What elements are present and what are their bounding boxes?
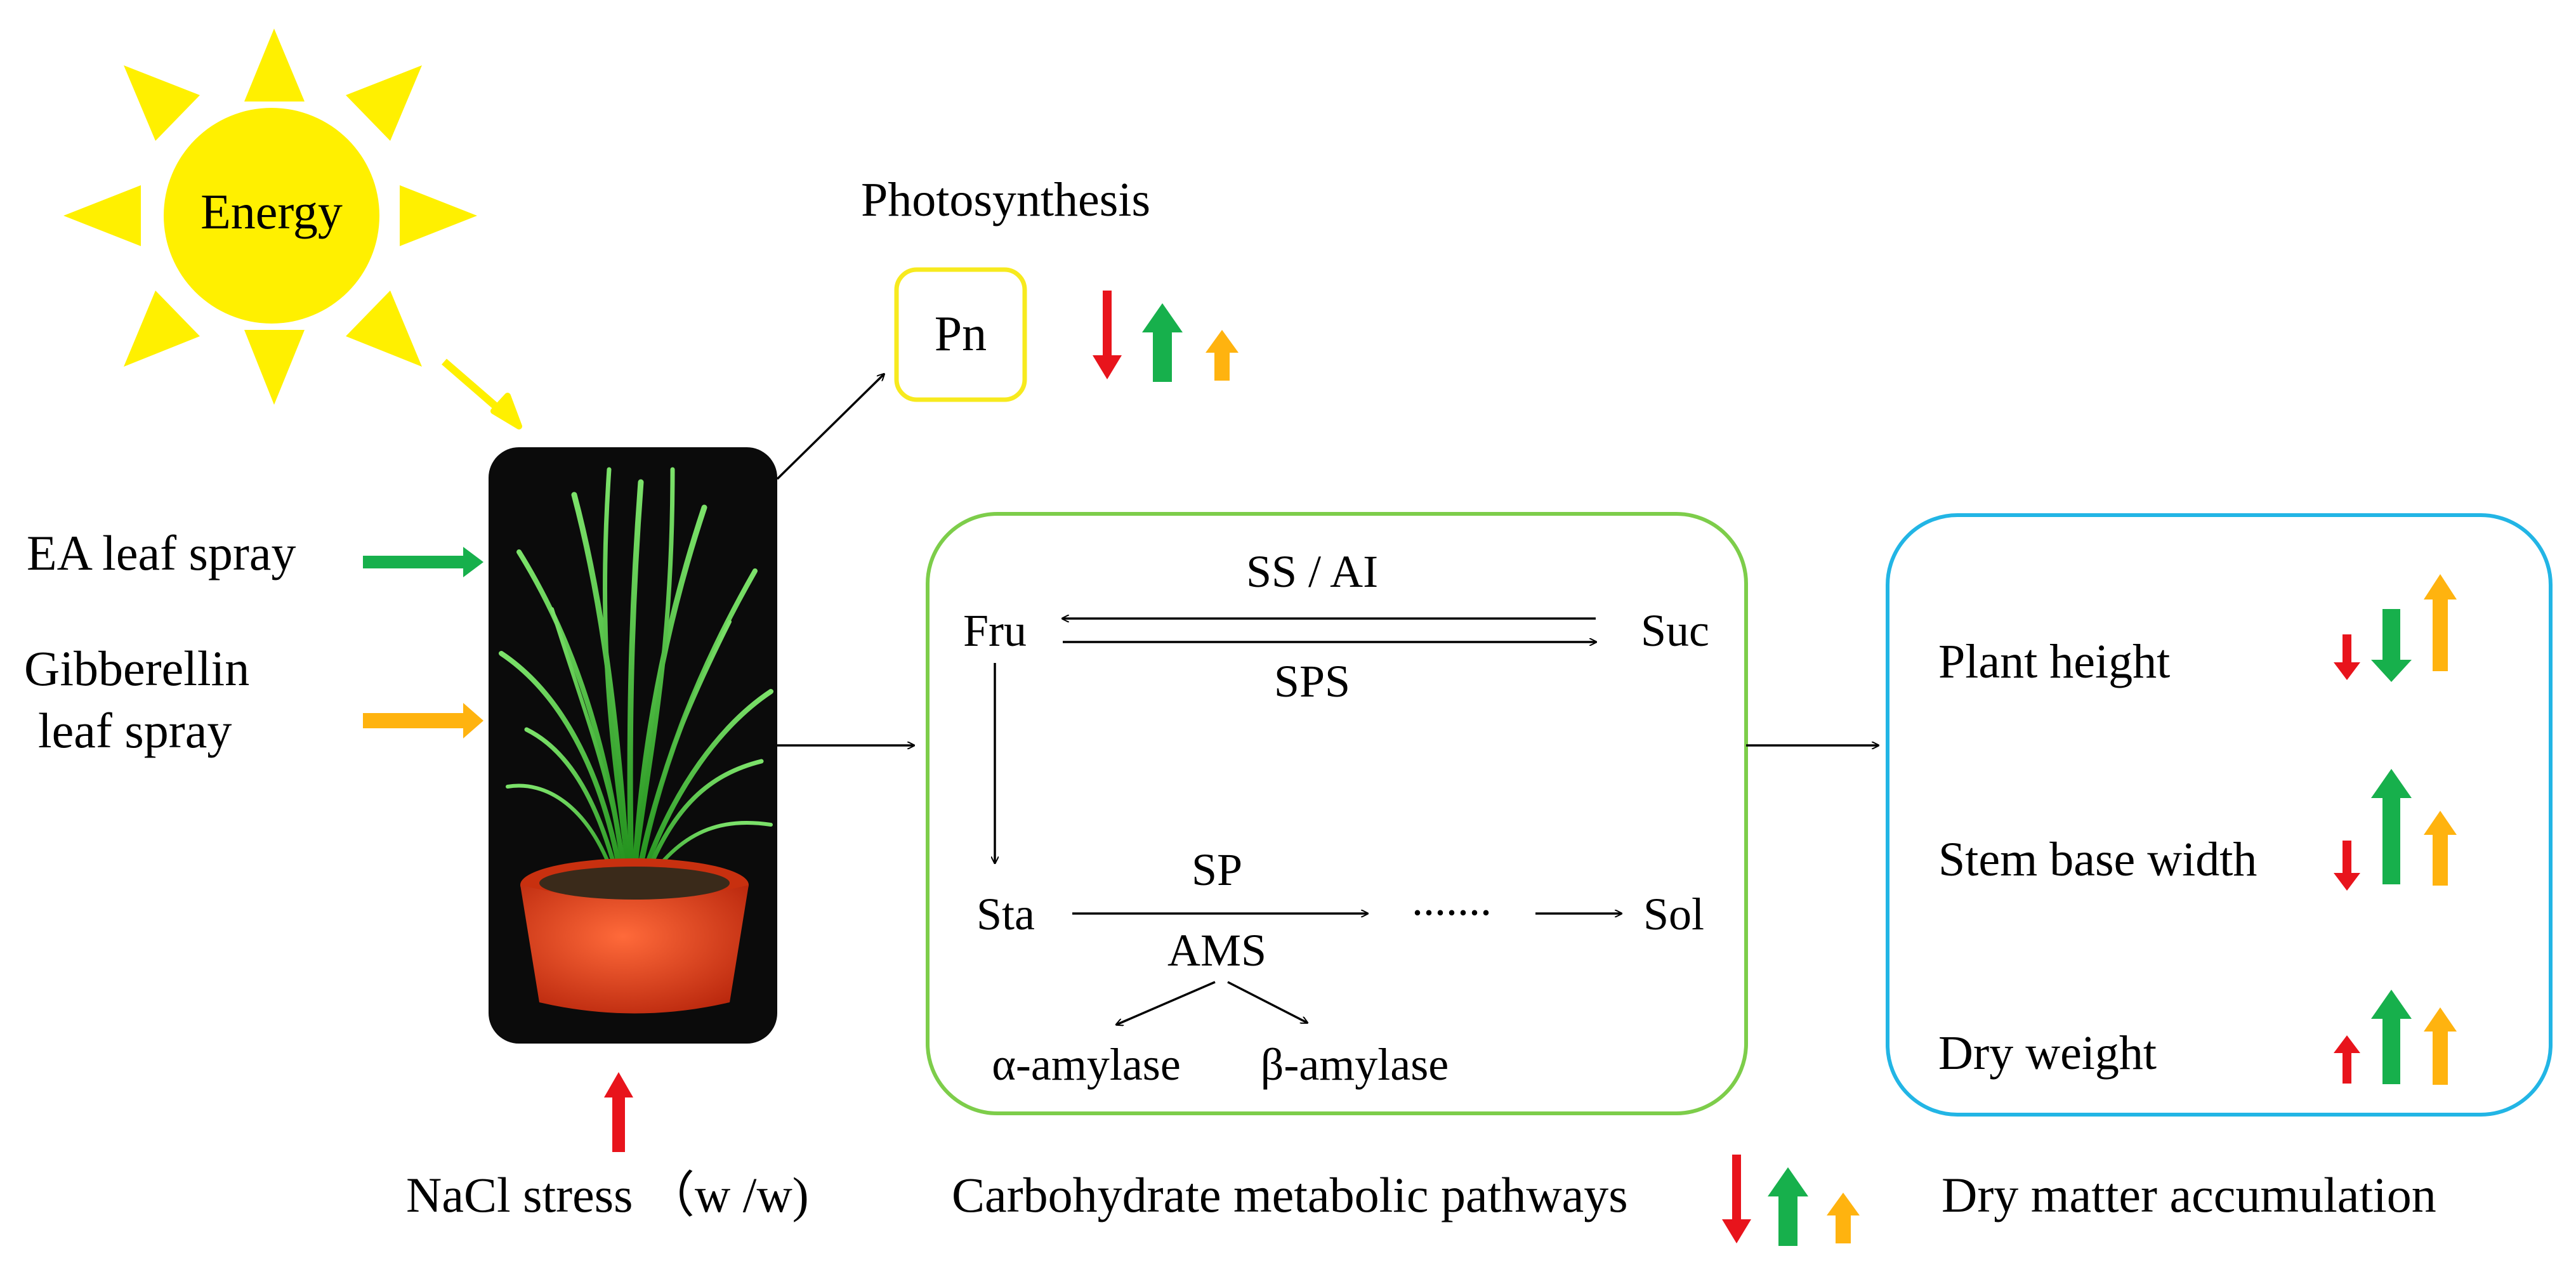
- ams-to-beta-arrow: [1227, 981, 1307, 1023]
- dw-ea-up-arrow: [2371, 990, 2412, 1084]
- dry-weight-label: Dry weight: [1938, 1026, 2157, 1080]
- sw-nacl-down-arrow: [2334, 841, 2360, 891]
- ams-to-alpha-arrow: [1117, 981, 1216, 1025]
- photosynthesis-title: Photosynthesis: [861, 173, 1150, 226]
- gibberellin-label-line2: leaf spray: [38, 703, 232, 758]
- pn-label: Pn: [935, 306, 987, 361]
- pn-gibberellin-up-arrow: [1206, 330, 1239, 381]
- dw-gibberellin-up-arrow: [2424, 1007, 2457, 1085]
- plant-to-pn-arrow: [776, 374, 884, 480]
- sun-to-plant-arrowhead: [490, 393, 522, 429]
- ea-spray-label: EA leaf spray: [27, 525, 296, 580]
- pn-nacl-down-arrow: [1093, 291, 1122, 379]
- suc-label: Suc: [1641, 605, 1709, 656]
- pn-ea-up-arrow: [1142, 303, 1183, 382]
- sun-rays: [63, 29, 477, 405]
- sps-label: SPS: [1274, 656, 1350, 707]
- carb-ea-up-arrow: [1768, 1167, 1808, 1246]
- ss-ai-label: SS / AI: [1246, 546, 1378, 597]
- nacl-stress-label: NaCl stress （w /w): [406, 1167, 809, 1222]
- sta-label: Sta: [976, 889, 1035, 940]
- fru-label: Fru: [963, 605, 1027, 656]
- nacl-stress-arrow: [604, 1072, 633, 1152]
- alpha-amylase-label: α-amylase: [992, 1039, 1181, 1090]
- carbohydrate-caption: Carbohydrate metabolic pathways: [952, 1167, 1628, 1222]
- stem-width-change-arrows: [2334, 769, 2457, 891]
- plant-height-change-arrows: [2334, 574, 2457, 682]
- sp-label: SP: [1192, 844, 1242, 895]
- sw-gibberellin-up-arrow: [2424, 811, 2457, 886]
- pn-box: [894, 267, 1027, 402]
- rice-plant-photo: [489, 447, 777, 1044]
- ph-ea-down-arrow: [2371, 609, 2412, 682]
- sol-label: Sol: [1643, 889, 1704, 940]
- carbohydrate-pathway-box: [926, 512, 1748, 1115]
- dw-nacl-up-arrow: [2334, 1035, 2360, 1084]
- plant-height-label: Plant height: [1938, 635, 2170, 688]
- beta-amylase-label: β-amylase: [1261, 1039, 1449, 1090]
- dry-weight-change-arrows: [2334, 990, 2457, 1085]
- carb-gibberellin-up-arrow: [1827, 1193, 1860, 1243]
- pathway-dots: .......: [1412, 874, 1492, 925]
- sun-to-plant-arrow: [442, 358, 504, 414]
- sw-ea-up-arrow: [2371, 769, 2412, 884]
- rice-plant-illustration: [499, 467, 773, 1014]
- carbohydrate-change-arrows: [1722, 1155, 1860, 1246]
- stem-base-width-label: Stem base width: [1938, 833, 2257, 886]
- sun-label: Energy: [200, 184, 343, 239]
- ea-spray-arrow: [363, 547, 483, 577]
- dry-matter-box: [1886, 513, 2553, 1117]
- carb-nacl-down-arrow: [1722, 1155, 1751, 1243]
- ph-nacl-down-arrow: [2334, 634, 2360, 680]
- gibberellin-spray-arrow: [363, 703, 483, 738]
- sun: Energy: [63, 29, 522, 429]
- dry-matter-caption: Dry matter accumulation: [1942, 1167, 2436, 1222]
- pn-change-arrows: [1093, 291, 1239, 382]
- ams-label: AMS: [1167, 925, 1266, 976]
- ph-gibberellin-up-arrow: [2424, 574, 2457, 671]
- gibberellin-label-line1: Gibberellin: [24, 641, 249, 696]
- sun-core: [164, 108, 379, 324]
